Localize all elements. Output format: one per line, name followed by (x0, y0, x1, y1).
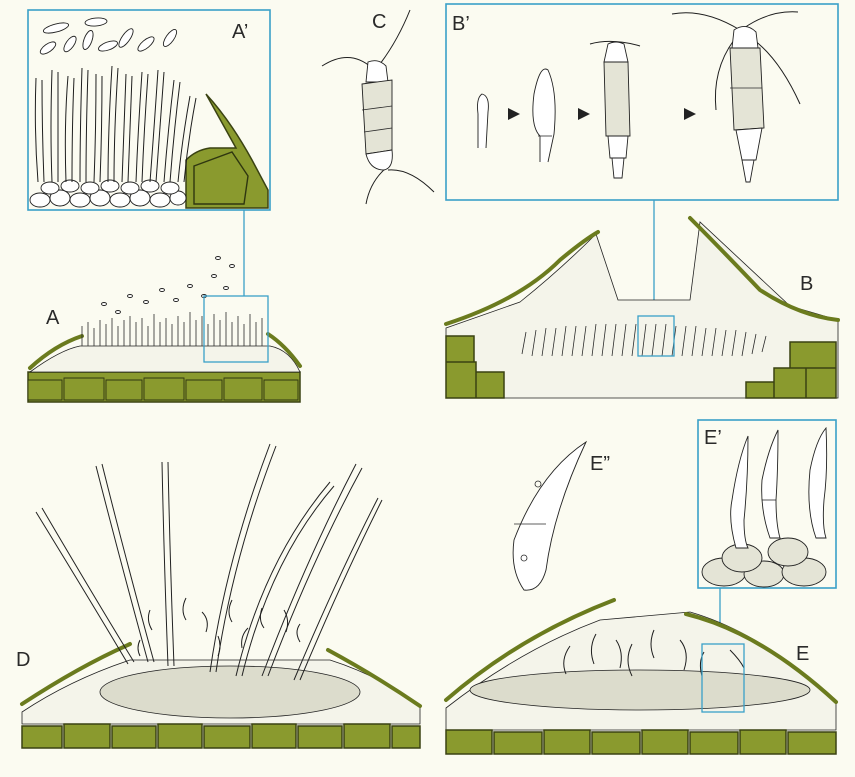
panel-b-prime-stage-1 (477, 93, 489, 149)
panel-e-double-prime-guttule (520, 554, 528, 562)
panel-b-host-cells (445, 335, 837, 399)
panel-b-label: B (800, 273, 813, 295)
panel-d-sporodochium: D (16, 443, 422, 749)
panel-e-double-prime-conidium: E” (512, 440, 610, 591)
panel-a-prime-basal-cells (29, 179, 187, 208)
panel-e-label: E (796, 643, 809, 665)
panel-d-setae (35, 443, 383, 681)
panel-b-prime-stage-3 (589, 40, 641, 179)
panel-b-zoom-box (637, 315, 675, 357)
panel-d-stroma-mass (99, 665, 361, 719)
panel-d-label: D (16, 649, 30, 671)
panel-d-cuticle-right (326, 648, 422, 708)
panel-d-stroma-cells (99, 665, 361, 719)
panel-c-apical-appendage-right (379, 9, 411, 65)
panel-e-stroma-mass (469, 669, 811, 711)
panel-a-host-cells (27, 371, 301, 403)
panel-e-cuticle-left (444, 598, 616, 702)
panel-b-pycnidium: B (444, 216, 840, 399)
panel-b-substrate (445, 221, 839, 399)
panel-e-prime-basal-cells (701, 537, 827, 588)
panel-a-cuticle-right (266, 332, 302, 368)
panel-a-cuticle-left (28, 334, 84, 370)
panel-c-septum-2 (363, 127, 393, 133)
panel-e-prime-conidia (730, 426, 828, 549)
panel-a-label: A (46, 307, 60, 329)
panel-b-cuticle-right (688, 216, 840, 322)
panel-a-substrate (28, 345, 301, 373)
panel-e-host-cells (445, 729, 837, 755)
arrow-icon (578, 108, 590, 120)
panel-c-basal-appendage-2 (387, 169, 435, 193)
panel-a-conidiophores (81, 312, 263, 346)
panel-a-prime-inset: A’ (27, 9, 271, 211)
panel-d-conidia (137, 597, 301, 657)
panel-c-basal-appendage-1 (365, 167, 387, 205)
panel-a-acervulus: A (27, 256, 302, 403)
panel-c-apical-appendage-left (321, 57, 373, 69)
panel-e-prime-inset: E’ (697, 419, 837, 589)
panel-e-zoom-box (701, 643, 745, 713)
panel-e-prime-label: E’ (704, 427, 722, 449)
panel-e-cuticle-right (684, 612, 838, 704)
panel-e-conidia (563, 629, 745, 677)
panel-b-prime-stage-4 (671, 11, 801, 183)
panel-c-septum-1 (361, 105, 393, 111)
panel-c-apical-cell (365, 60, 389, 83)
panel-c-label: C (372, 11, 386, 33)
panel-b-prime-label: B’ (452, 13, 470, 35)
panel-b-cuticle-left (444, 230, 600, 326)
panel-e-double-prime-guttule (534, 480, 542, 488)
panel-e-double-prime-label: E” (590, 453, 610, 475)
panel-a-prime-conidia (39, 17, 178, 55)
panel-b-prime-inset: B’ (445, 3, 839, 201)
panel-b-prime-stage-2 (532, 68, 556, 163)
panel-e-acervulus: E (444, 598, 838, 755)
panel-b-prime-frame (445, 3, 839, 201)
arrow-icon (684, 108, 696, 120)
panel-c-median-cells (361, 79, 393, 155)
panel-a-prime-conidiophores (34, 65, 197, 183)
arrow-icon (508, 108, 520, 120)
panel-a-prime-label: A’ (232, 21, 248, 43)
panel-a-conidia (101, 256, 235, 314)
panel-e-double-prime-spore (512, 440, 588, 591)
panel-d-host-cells (21, 723, 421, 749)
panel-c-conidium: C (321, 9, 435, 205)
panel-c-basal-cell (365, 149, 393, 171)
panel-a-zoom-box (203, 295, 269, 363)
panel-a-prime-host-cell-inner (193, 151, 249, 205)
panel-b-conidiogenous-layer (521, 323, 767, 357)
